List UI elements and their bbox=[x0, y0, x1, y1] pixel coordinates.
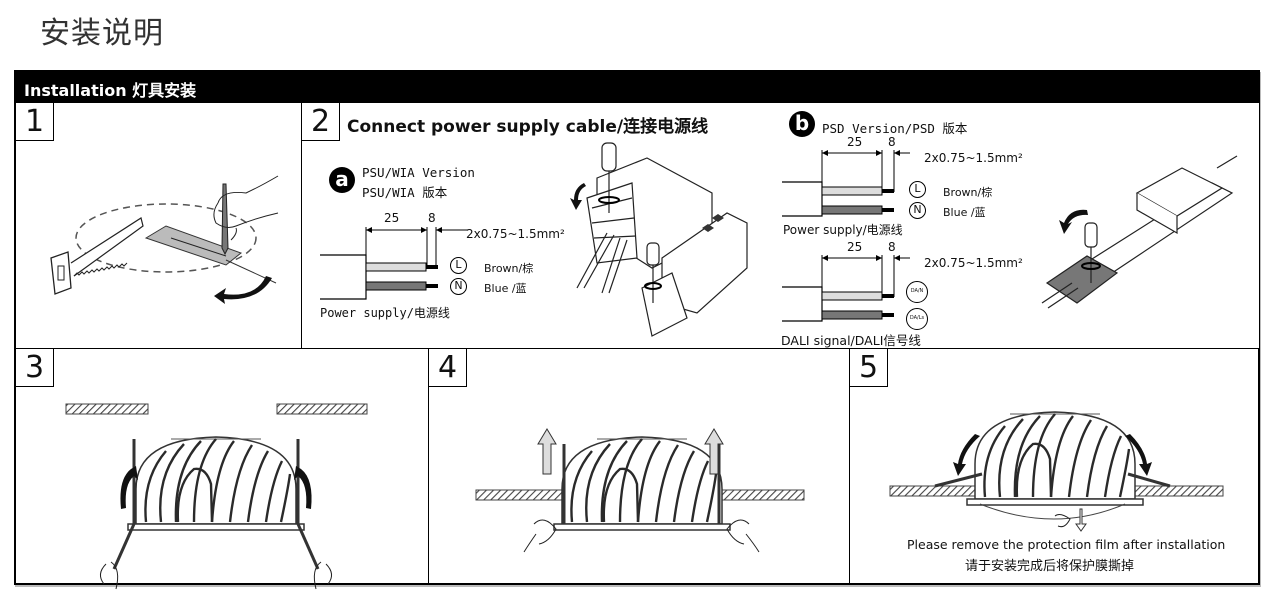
dali-n-terminal-icon: DA/N bbox=[906, 281, 928, 303]
power-supply-cable-label-b: Power supply/电源线 bbox=[783, 223, 903, 237]
dim-25: 25 bbox=[384, 211, 400, 225]
step-1-panel: 1 bbox=[14, 102, 302, 349]
blue-wire-label-b: Blue /蓝 bbox=[943, 206, 986, 219]
hand-icon bbox=[523, 519, 557, 553]
badge-b: b bbox=[789, 111, 815, 137]
psd-version-label: PSD Version/PSD 版本 bbox=[822, 121, 968, 136]
dali-l-terminal-icon: DA/Ls bbox=[906, 308, 928, 330]
up-arrow-icon bbox=[704, 428, 724, 475]
rotate-arrow-icon bbox=[214, 276, 272, 304]
dim-25-b: 25 bbox=[847, 135, 863, 149]
power-supply-cable-label: Power supply/电源线 bbox=[320, 306, 450, 320]
hand-icon bbox=[313, 561, 332, 590]
hand-icon bbox=[1054, 514, 1071, 528]
neutral-terminal-icon-b: N bbox=[909, 202, 926, 219]
step-1-number: 1 bbox=[16, 103, 54, 141]
curved-arrow-icon bbox=[1125, 434, 1152, 476]
curved-arrow-icon bbox=[294, 466, 312, 509]
dim-8: 8 bbox=[428, 211, 436, 225]
dim-8-b: 8 bbox=[888, 135, 896, 149]
badge-a: a bbox=[329, 167, 355, 193]
section-header: Installation 灯具安装 bbox=[14, 70, 1260, 102]
psd-driver-illustration bbox=[1041, 155, 1238, 309]
saw-icon bbox=[50, 217, 144, 295]
neutral-terminal-icon: N bbox=[450, 278, 467, 295]
step-4-panel: 4 bbox=[428, 348, 850, 585]
hand-icon bbox=[100, 561, 119, 590]
dali-signal-cable-label: DALI signal/DALI信号线 bbox=[781, 333, 921, 348]
wire-spec-dali: 2x0.75~1.5mm² bbox=[924, 256, 1023, 270]
curved-arrow-icon bbox=[953, 434, 980, 476]
brown-wire-label: Brown/棕 bbox=[484, 262, 534, 275]
wire-spec-b: 2x0.75~1.5mm² bbox=[924, 151, 1023, 165]
hand-icon bbox=[726, 519, 760, 553]
section-header-title: Installation 灯具安装 bbox=[24, 81, 197, 100]
step-5-panel: 5 Please remove the protection film afte… bbox=[849, 348, 1260, 585]
remove-film-note-zh: 请于安装完成后将保护膜撕掉 bbox=[965, 559, 1135, 574]
psu-version-label-zh: PSU/WIA 版本 bbox=[362, 185, 448, 200]
step-2-title: Connect power supply cable/连接电源线 bbox=[347, 117, 709, 137]
push-into-ceiling-illustration bbox=[475, 428, 805, 553]
curved-arrow-icon bbox=[120, 466, 138, 509]
brown-wire-label-b: Brown/棕 bbox=[943, 186, 993, 199]
blue-wire-label: Blue /蓝 bbox=[484, 282, 527, 295]
page-title: 安装说明 bbox=[40, 16, 164, 51]
step-3-panel: 3 bbox=[14, 348, 429, 590]
insert-springs-illustration bbox=[65, 403, 368, 590]
driver-screwdriver-illustration bbox=[570, 142, 748, 337]
cable-diagram-dali bbox=[782, 255, 910, 322]
live-terminal-icon-b: L bbox=[909, 181, 926, 198]
dim-25-dali: 25 bbox=[847, 240, 863, 254]
dim-8-dali: 8 bbox=[888, 240, 896, 254]
step-4-number: 4 bbox=[429, 349, 467, 387]
remove-film-note-en: Please remove the protection film after … bbox=[907, 537, 1226, 552]
step-5-number: 5 bbox=[850, 349, 888, 387]
rotate-arrow-icon bbox=[570, 183, 586, 210]
wire-spec: 2x0.75~1.5mm² bbox=[466, 227, 565, 241]
up-arrow-icon bbox=[537, 428, 557, 475]
down-arrow-icon bbox=[1075, 508, 1087, 532]
rotate-arrow-icon bbox=[1059, 209, 1088, 234]
live-terminal-icon: L bbox=[450, 257, 467, 274]
step-2-panel: 2 Connect power supply cable/连接电源线 a PSU… bbox=[301, 102, 1260, 349]
step-2-number: 2 bbox=[302, 103, 340, 141]
step-3-number: 3 bbox=[16, 349, 54, 387]
cut-hole-illustration bbox=[50, 175, 279, 304]
psu-version-label: PSU/WIA Version bbox=[362, 165, 475, 180]
cable-diagram-b bbox=[782, 150, 910, 217]
remove-film-illustration bbox=[889, 410, 1224, 532]
cable-diagram-a bbox=[320, 227, 468, 300]
